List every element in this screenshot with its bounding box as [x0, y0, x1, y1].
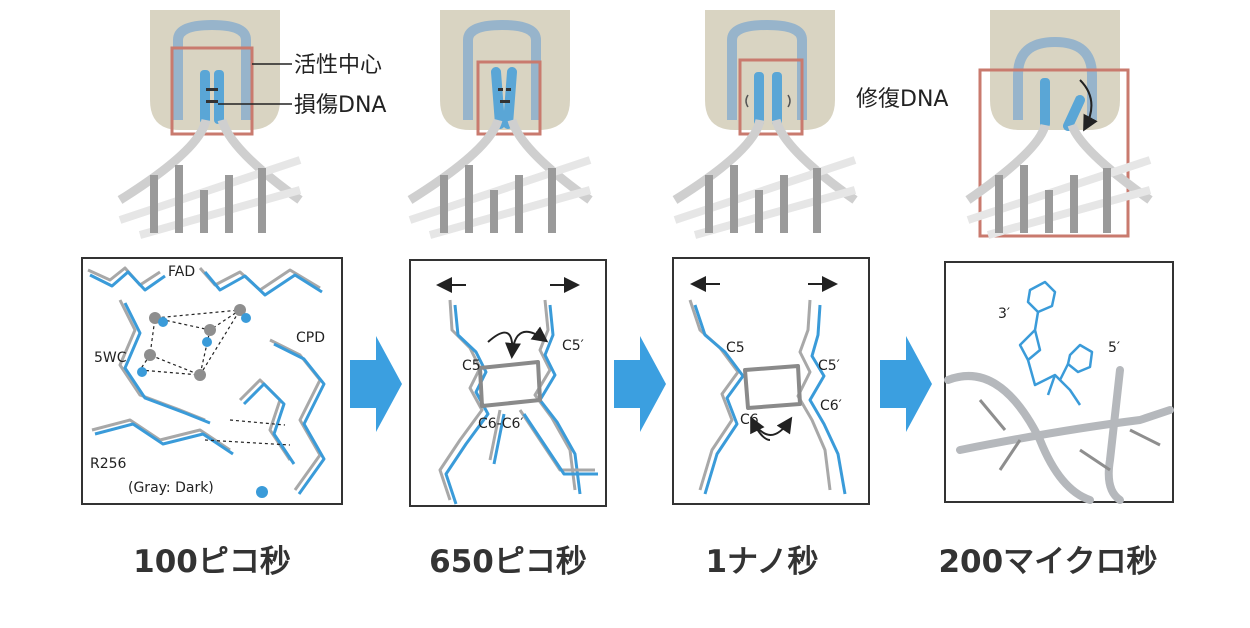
label-3-prime: 3′: [998, 306, 1010, 322]
highlight-box: [170, 46, 254, 136]
callout-damaged-dna: 損傷DNA: [294, 93, 386, 118]
highlight-box: [738, 58, 804, 136]
schematic-3: [672, 10, 858, 239]
label-gray-dark: (Gray: Dark): [128, 480, 214, 496]
caption-200us: 200マイクロ秒: [938, 544, 1158, 580]
label-c5-prime: C5′: [562, 338, 584, 354]
label-c5: C5: [462, 358, 481, 374]
structure-panel-4: [944, 261, 1174, 504]
label-c6-prime: C6′: [820, 398, 842, 414]
structure-panel-3: [672, 257, 870, 505]
label-5wc: 5WC: [94, 350, 127, 366]
structure-panel-2: [409, 259, 607, 507]
caption-650ps: 650ピコ秒: [429, 544, 587, 580]
schematic-2: [407, 10, 593, 239]
label-fad: FAD: [168, 264, 195, 280]
flow-arrow-1: [350, 336, 402, 432]
label-c6: C6: [740, 412, 759, 428]
label-c6-c6: C6-C6′: [478, 416, 524, 432]
label-5-prime: 5′: [1108, 340, 1120, 356]
caption-100ps: 100ピコ秒: [133, 544, 291, 580]
label-c5: C5: [726, 340, 745, 356]
flow-arrow-3: [880, 336, 932, 432]
schematic-4: [965, 10, 1153, 239]
callout-active-site: 活性中心: [294, 53, 382, 78]
callout-repaired-dna: 修復DNA: [856, 87, 948, 112]
structure-panel-1: [81, 257, 343, 505]
highlight-box: [978, 68, 1130, 238]
highlight-box: [476, 60, 542, 136]
label-c5-prime: C5′: [818, 358, 840, 374]
label-r256: R256: [90, 456, 127, 472]
label-cpd: CPD: [296, 330, 325, 346]
caption-1ns: 1ナノ秒: [705, 544, 819, 580]
flow-arrow-2: [614, 336, 666, 432]
schematic-1: [117, 10, 303, 239]
